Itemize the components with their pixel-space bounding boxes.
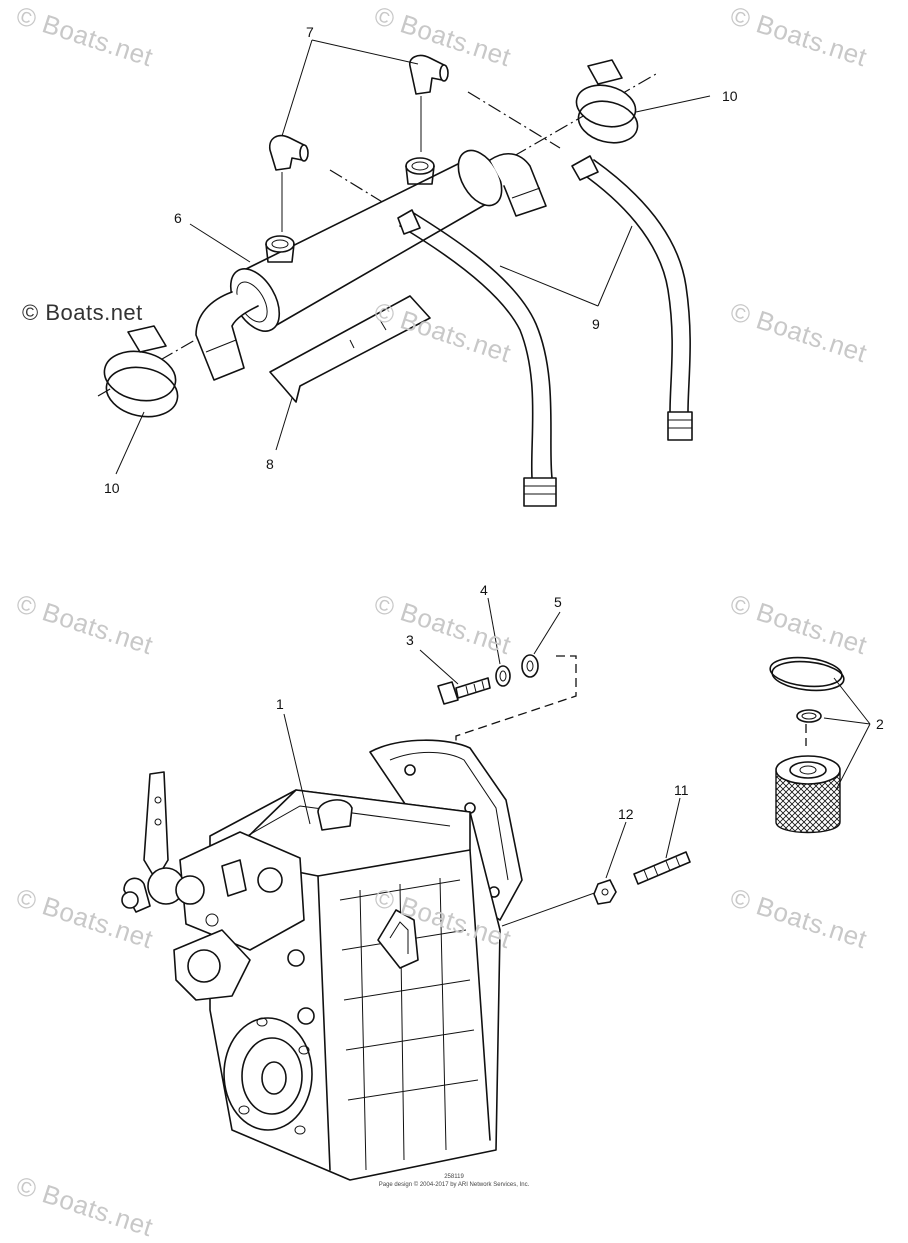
copyright-footer: Page design © 2004-2017 by ARI Network S… [378,1182,530,1188]
nut [593,879,617,905]
leader-2 [823,677,871,791]
coolant-hose-left [397,209,557,507]
leader-8 [275,397,293,451]
leader-10-left [115,411,145,475]
elbow-fitting-right [408,54,449,95]
callout-8: 8 [266,456,274,472]
elbow-fitting-left [268,134,309,171]
bolt-guide-line [455,655,577,801]
callout-4: 4 [480,582,488,598]
filter-small-seal [796,709,822,723]
callout-2: 2 [876,716,884,732]
oil-cooler-body [195,149,547,381]
callout-6: 6 [174,210,182,226]
parts-diagram: © Boats.net © Boats.net © Boats.net © Bo… [13,0,884,1242]
strainer-filter-element [775,755,841,834]
callout-1: 1 [276,696,284,712]
leader-7 [281,39,419,137]
stud [633,851,691,885]
hose-axis-line-left [329,169,421,226]
drawing-number: 258119 [444,1174,464,1180]
leader-4 [487,597,501,665]
callout-10-right: 10 [722,88,738,104]
hose-clamp-left [103,325,179,418]
callout-9: 9 [592,316,600,332]
leader-11 [665,797,681,859]
lock-washer [495,665,511,687]
callout-10-left: 10 [104,480,120,496]
leader-6 [189,223,251,263]
transmission-case [121,739,523,1181]
coolant-hose-right [571,155,693,441]
bolt [437,677,491,705]
leader-12 [605,821,627,879]
filter-o-ring [769,656,845,692]
leader-9 [499,225,633,307]
callout-7: 7 [306,24,314,40]
callout-3: 3 [406,632,414,648]
hose-clamp-right [575,59,639,144]
leader-5 [533,611,561,655]
callout-5: 5 [554,594,562,610]
leader-1 [283,713,311,825]
hose-axis-line-right [467,91,561,149]
mounting-bracket [269,295,431,403]
flat-washer [521,654,539,678]
callout-12: 12 [618,806,634,822]
exploded-view-drawing [97,39,871,1181]
leader-10-right [635,95,711,113]
leader-3 [419,649,459,685]
watermark-dark: © Boats.net [22,300,143,325]
callout-11: 11 [674,782,689,798]
